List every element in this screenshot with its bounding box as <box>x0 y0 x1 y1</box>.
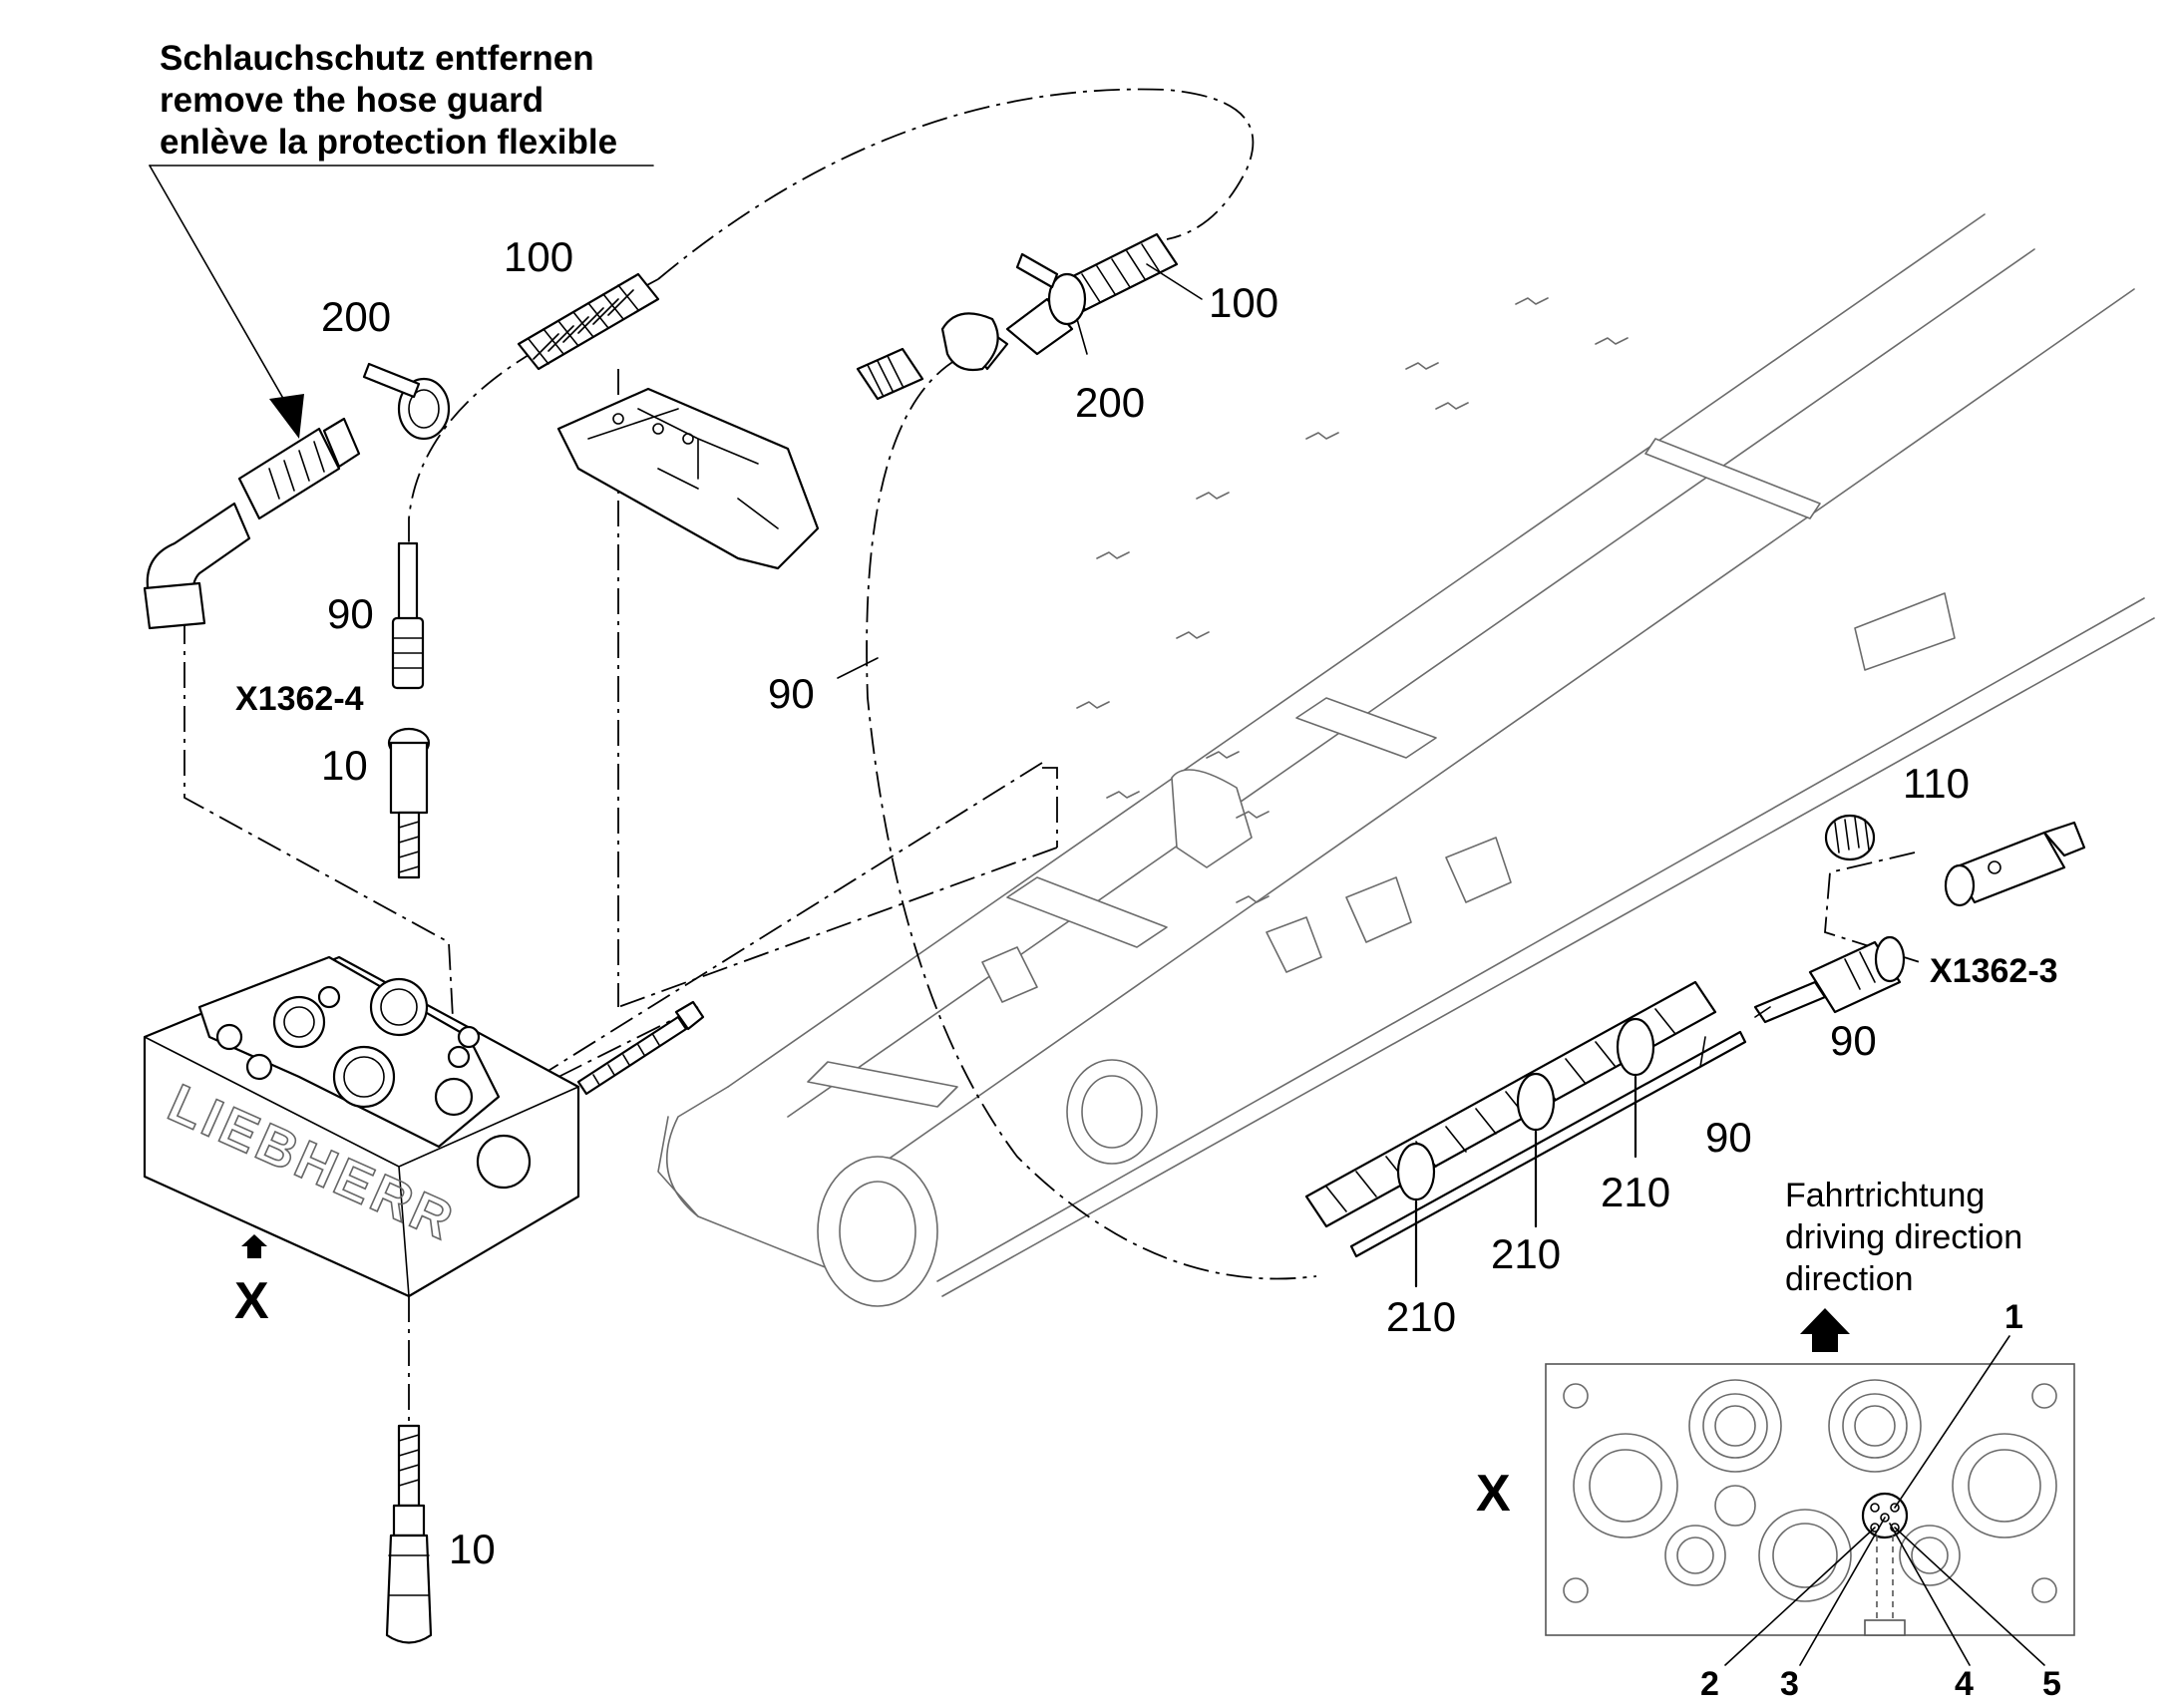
pin-4-label: 4 <box>1955 1665 1974 1703</box>
direction-line-fr: direction <box>1785 1260 1914 1298</box>
boom-plate <box>807 1061 958 1108</box>
label-90-hose: 90 <box>1705 1114 1752 1161</box>
pin-3-label: 3 <box>1780 1665 1799 1703</box>
detail-view-x: X 1 2 3 4 <box>1476 1298 2075 1703</box>
label-200-right: 200 <box>1075 379 1145 426</box>
direction-arrow-icon <box>1800 1308 1850 1352</box>
note-line-de: Schlauchschutz entfernen <box>160 39 594 78</box>
connector-x1362-3 <box>1753 935 1906 1024</box>
boom-plate <box>1006 876 1168 948</box>
leader-lines <box>837 263 1771 1068</box>
label-210-middle: 210 <box>1491 1230 1561 1277</box>
label-10-upper: 10 <box>321 742 368 789</box>
view-x-marker: X <box>234 1234 269 1330</box>
driving-direction: Fahrtrichtung driving direction directio… <box>1785 1177 2022 1352</box>
pin-2-label: 2 <box>1700 1665 1719 1703</box>
part-labels: 100 200 100 200 90 X1362-4 10 90 110 X13… <box>235 233 2058 1572</box>
label-210-left: 210 <box>1386 1293 1456 1340</box>
label-x1362-3: X1362-3 <box>1930 952 2058 990</box>
label-200-left: 200 <box>321 293 391 340</box>
cap-110 <box>1824 814 1876 861</box>
label-90-upper: 90 <box>327 590 374 637</box>
boom-bracket <box>1171 769 1253 868</box>
detail-x-label: X <box>1476 1465 1511 1523</box>
note-arrow-icon <box>269 394 304 439</box>
connector-10-upper <box>387 727 431 879</box>
mounting-block <box>556 387 820 570</box>
label-100-left: 100 <box>504 233 573 280</box>
boom-plate <box>1345 876 1412 943</box>
elbow-fitting <box>143 417 361 630</box>
label-90-middle: 90 <box>768 670 815 717</box>
valve-block: LIEBHERR <box>143 955 580 1298</box>
adapter-fittings <box>856 297 1074 401</box>
boom-plate <box>1295 697 1437 759</box>
label-x1362-4: X1362-4 <box>235 680 364 718</box>
sensor-cable-upper <box>391 541 425 690</box>
boom-plate <box>1854 592 1956 671</box>
direction-line-de: Fahrtrichtung <box>1785 1177 1985 1214</box>
hose-guard-note: Schlauchschutz entfernen remove the hose… <box>149 39 654 439</box>
pin-1-label: 1 <box>2004 1298 2023 1336</box>
cable-tie-left <box>362 362 451 441</box>
label-90-connector: 90 <box>1830 1017 1877 1064</box>
hose-clamps-210 <box>1396 1017 1655 1288</box>
view-arrow-icon <box>241 1234 267 1258</box>
boom-clamp-rail <box>1644 438 1821 519</box>
view-x-label: X <box>234 1272 269 1330</box>
hose-guard-spring-right <box>1015 232 1179 326</box>
mounting-screw <box>576 1000 705 1096</box>
hose-guard-spring-left <box>517 272 660 371</box>
connector-10-lower <box>385 1424 433 1644</box>
direction-line-en: driving direction <box>1785 1218 2022 1256</box>
label-100-right: 100 <box>1209 279 1278 326</box>
note-line-fr: enlève la protection flexible <box>160 123 617 162</box>
note-line-en: remove the hose guard <box>160 81 544 120</box>
socket-connector <box>1944 821 2086 907</box>
pin-5-label: 5 <box>2042 1665 2061 1703</box>
boom-plate <box>1445 837 1512 903</box>
label-210-right: 210 <box>1601 1169 1670 1215</box>
label-10-lower: 10 <box>449 1526 496 1572</box>
boom-plate <box>1266 916 1322 973</box>
boom-block <box>981 946 1038 1003</box>
label-110: 110 <box>1903 760 1970 807</box>
boom-arm <box>657 213 2155 1307</box>
